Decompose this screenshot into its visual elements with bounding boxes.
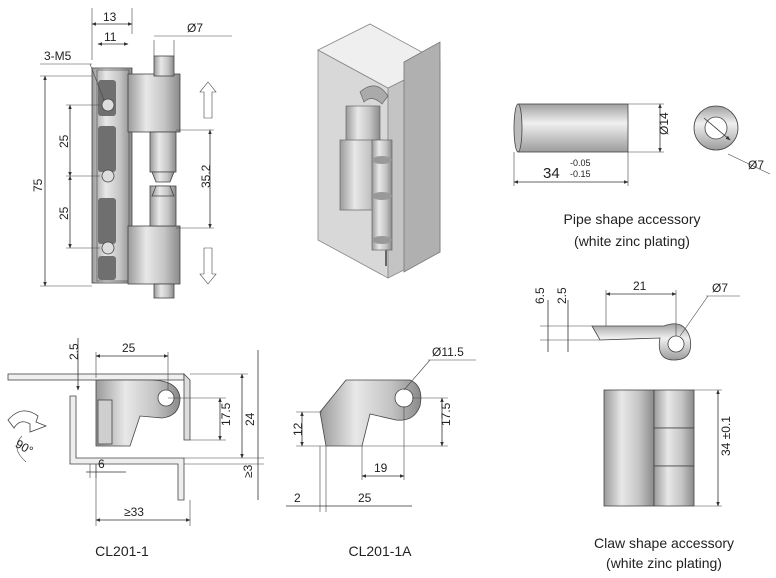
hole-2	[101, 169, 115, 183]
cl201-1-section: 90° 2.5 25 17.5 24 ≥3 6 ≥33	[7, 338, 264, 559]
cl201-1a-part: Ø11.5 12 17.5 19 2 25 CL201-1A	[286, 345, 476, 559]
claw-caption: Claw shape accessory	[594, 535, 734, 551]
dim-75: 75	[31, 178, 45, 192]
cl201-1a-2: 2	[294, 491, 301, 505]
pin-bottom	[153, 283, 175, 299]
cl201-1a-caption: CL201-1A	[348, 543, 412, 559]
cl201-1a-25: 25	[358, 491, 372, 505]
pipe-accessory: Ø14 Ø7 34 -0.05 -0.15 Pipe shape accesso…	[513, 103, 771, 249]
claw-subcaption: (white zinc plating)	[606, 555, 722, 571]
dim-dia7: Ø7	[187, 21, 203, 35]
slot-bottom	[98, 256, 116, 280]
pipe-caption: Pipe shape accessory	[564, 211, 701, 227]
cl201-1a-12: 12	[291, 422, 305, 436]
cl201-1a-19: 19	[374, 461, 388, 475]
dim-11: 11	[104, 30, 117, 44]
claw-side-view	[591, 323, 692, 361]
pipe-dia14: Ø14	[657, 112, 671, 135]
pipe-tol-lower: -0.15	[570, 169, 591, 179]
pipe-length: 34	[543, 165, 560, 182]
dim-35-2: 35.2	[199, 164, 213, 188]
slot-middle	[98, 126, 116, 172]
cl201-1a-17-5: 17.5	[439, 402, 453, 426]
claw-34: 34 ±0.1	[719, 416, 733, 456]
knuckle-top	[127, 73, 181, 133]
cl201-1-6: 6	[98, 457, 105, 471]
hinge-front-view: 13 11 3-M5 Ø7 75 25 25 35.2	[31, 8, 232, 299]
cl201-1-ge3: ≥3	[241, 464, 255, 478]
cl201-1-17-5: 17.5	[219, 402, 233, 426]
cl201-1-ge33: ≥33	[124, 505, 144, 519]
claw-leaf	[603, 389, 655, 507]
pipe-tol-upper: -0.05	[570, 158, 591, 168]
dim-25-lower: 25	[57, 206, 71, 220]
claw-dia7: Ø7	[712, 281, 728, 295]
claw-accessory: 6.5 2.5 21 Ø7 34 ±0.1 Claw shape accesso…	[533, 279, 740, 571]
claw-21: 21	[633, 279, 647, 293]
cl201-1-caption: CL201-1	[95, 543, 149, 559]
cl201-1-angle: 90°	[13, 437, 36, 458]
knuckle-bottom	[127, 225, 181, 285]
cl201-1a-dia11-5: Ø11.5	[432, 345, 464, 359]
dim-13: 13	[103, 10, 117, 24]
cl201-1-24: 24	[243, 412, 257, 426]
rotate-arrow-icon	[7, 410, 48, 433]
cl201-1-2-5: 2.5	[67, 343, 81, 360]
arrow-up-icon	[199, 81, 217, 119]
isometric-hinge-view	[317, 23, 441, 279]
pipe-dia7: Ø7	[748, 158, 764, 172]
cl201-1-25: 25	[122, 341, 136, 355]
hole-3	[101, 241, 115, 255]
dim-25-upper: 25	[57, 134, 71, 148]
claw-2-5: 2.5	[555, 287, 569, 304]
hole-1	[101, 98, 115, 112]
arrow-down-icon	[199, 247, 217, 285]
pipe-subcaption: (white zinc plating)	[574, 233, 690, 249]
slot-lower	[98, 198, 116, 244]
thread-label: 3-M5	[44, 49, 72, 63]
claw-6-5: 6.5	[533, 287, 547, 304]
pin-top	[153, 55, 175, 77]
pipe-body	[517, 103, 629, 153]
